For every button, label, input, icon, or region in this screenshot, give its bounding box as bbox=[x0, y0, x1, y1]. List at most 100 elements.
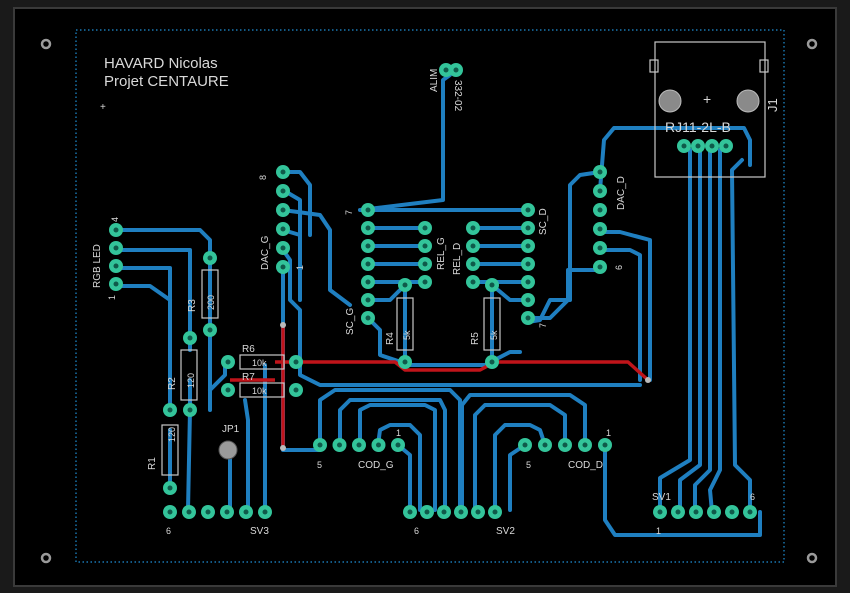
cod-d-pin1-label: 1 bbox=[606, 428, 611, 438]
rel-d-pad-1-drill bbox=[470, 225, 476, 231]
dac-d-pin6-label: 6 bbox=[614, 265, 624, 270]
sv3-pad-5-drill bbox=[243, 509, 249, 515]
sv3-pin6-label: 6 bbox=[166, 526, 171, 536]
r4-pad-top-drill bbox=[402, 282, 408, 288]
sc-g-pad-3-drill bbox=[365, 243, 371, 249]
r2-label: R2 bbox=[167, 377, 178, 390]
sc-d-pad-1-drill bbox=[525, 207, 531, 213]
r5-label: R5 bbox=[470, 332, 481, 345]
origin-marker: + bbox=[100, 102, 106, 113]
dac-d-pad-2-drill bbox=[597, 188, 603, 194]
sc-d-pad-2-drill bbox=[525, 225, 531, 231]
r6-value: 10k bbox=[252, 358, 267, 368]
sc-g-pad-4-drill bbox=[365, 261, 371, 267]
sv3-label: SV3 bbox=[250, 526, 269, 537]
sc-g-label: SC_G bbox=[345, 308, 356, 335]
sv3-pad-3-drill bbox=[205, 509, 211, 515]
r1-value: 120 bbox=[167, 427, 177, 442]
sv2-pad-6-drill bbox=[492, 509, 498, 515]
dac-g-pin1-label: 1 bbox=[295, 265, 305, 270]
rgb-led-label: RGB LED bbox=[92, 244, 103, 288]
dac-g-pin8-label: 8 bbox=[258, 175, 268, 180]
cod-d-pad-1-drill bbox=[522, 442, 528, 448]
cod-g-pad-2-drill bbox=[337, 442, 342, 448]
rgb-led-pad-4-drill bbox=[113, 281, 119, 287]
dac-g-pad-4-drill bbox=[280, 226, 286, 232]
rel-d-pad-4-drill bbox=[470, 279, 476, 285]
sv1-pad-5-drill bbox=[729, 509, 735, 515]
j1-pad-2-drill bbox=[695, 143, 701, 149]
sc-d-label: SC_D bbox=[538, 208, 549, 235]
r3-pad-bottom-drill bbox=[207, 327, 213, 333]
rel-d-pad-3-drill bbox=[470, 261, 476, 267]
via-3 bbox=[645, 377, 651, 383]
cod-d-pad-2-drill bbox=[542, 442, 548, 448]
dac-g-pad-6-drill bbox=[280, 264, 286, 270]
sv2-pad-4-drill bbox=[458, 509, 464, 515]
jp1-pad bbox=[218, 440, 238, 460]
dac-d-label: DAC_D bbox=[616, 176, 627, 210]
r4-pad-bottom-drill bbox=[402, 359, 408, 365]
sc-g-pad-6-drill bbox=[365, 297, 371, 303]
rel-g-pad-3-drill bbox=[422, 261, 428, 267]
silkscreen-labels: ALIM 332-02 RGB LED 1 4 DAC_G 8 1 DAC_D … bbox=[92, 69, 755, 537]
sc-g-pad-5-drill bbox=[365, 279, 371, 285]
cod-g-label: COD_G bbox=[358, 460, 394, 471]
sv1-pad-4-drill bbox=[711, 509, 717, 515]
r6-pad-left-drill bbox=[225, 359, 231, 365]
r4-value: 5k bbox=[402, 330, 412, 340]
rgb-pin1-label: 1 bbox=[107, 295, 117, 300]
dac-d-pad-6-drill bbox=[597, 264, 603, 270]
r3-label: R3 bbox=[187, 299, 198, 312]
alim-pad-2-drill bbox=[453, 67, 459, 73]
cod-d-label: COD_D bbox=[568, 460, 603, 471]
rel-g-pad-2-drill bbox=[422, 243, 428, 249]
component-outlines bbox=[161, 41, 766, 476]
sc-g-pin7-label: 7 bbox=[344, 210, 354, 215]
sc-g-pad-2-drill bbox=[365, 225, 371, 231]
project-name: Projet CENTAURE bbox=[104, 73, 229, 90]
cod-g-pin1-label: 1 bbox=[396, 428, 401, 438]
dac-d-pad-1-drill bbox=[597, 169, 603, 175]
r7-body bbox=[239, 382, 285, 398]
r4-label: R4 bbox=[385, 332, 396, 345]
j1-connector: + RJ11-2L-B J1 bbox=[649, 59, 780, 135]
sv2-label: SV2 bbox=[496, 526, 515, 537]
rgb-pin4-label: 4 bbox=[110, 217, 120, 222]
j1-housing bbox=[654, 41, 766, 178]
rgb-led-pad-1-drill bbox=[113, 227, 119, 233]
cod-d-pad-4-drill bbox=[582, 442, 588, 448]
sv1-pad-2-drill bbox=[675, 509, 681, 515]
sv2-pin6-label: 6 bbox=[414, 526, 419, 536]
j1-pad-1-drill bbox=[681, 143, 687, 149]
via-2 bbox=[280, 445, 286, 451]
dac-g-pad-1-drill bbox=[280, 169, 286, 175]
rgb-led-pad-3-drill bbox=[113, 263, 119, 269]
r4-body bbox=[396, 297, 414, 351]
sv1-label: SV1 bbox=[652, 492, 671, 503]
r1-pad-bottom-drill bbox=[167, 485, 173, 491]
sv1-pin6-label: 6 bbox=[750, 492, 755, 502]
sv2-pad-1-drill bbox=[407, 509, 413, 515]
author-name: HAVARD Nicolas bbox=[104, 55, 218, 72]
r3-pad-top-drill bbox=[207, 255, 213, 261]
dac-g-label: DAC_G bbox=[260, 235, 271, 270]
r7-label: R7 bbox=[242, 372, 255, 383]
r6-label: R6 bbox=[242, 344, 255, 355]
dac-g-pad-2-drill bbox=[280, 188, 286, 194]
sc-d-pin7-label: 7 bbox=[538, 323, 548, 328]
r1-body bbox=[161, 424, 179, 476]
sv1-pad-3-drill bbox=[693, 509, 699, 515]
dac-d-pad-3-drill bbox=[597, 207, 603, 213]
r3-value: 200 bbox=[206, 295, 216, 310]
rel-g-pad-1-drill bbox=[422, 225, 428, 231]
cod-g-pad-3-drill bbox=[356, 442, 362, 448]
sc-d-pad-5-drill bbox=[525, 279, 531, 285]
dac-d-pad-4-drill bbox=[597, 226, 603, 232]
j1-pad-4-drill bbox=[723, 143, 729, 149]
alim-pad-1-drill bbox=[443, 67, 449, 73]
r3-body bbox=[201, 269, 219, 319]
r2-value: 120 bbox=[186, 373, 196, 388]
sv3-pad-6-drill bbox=[262, 509, 268, 515]
